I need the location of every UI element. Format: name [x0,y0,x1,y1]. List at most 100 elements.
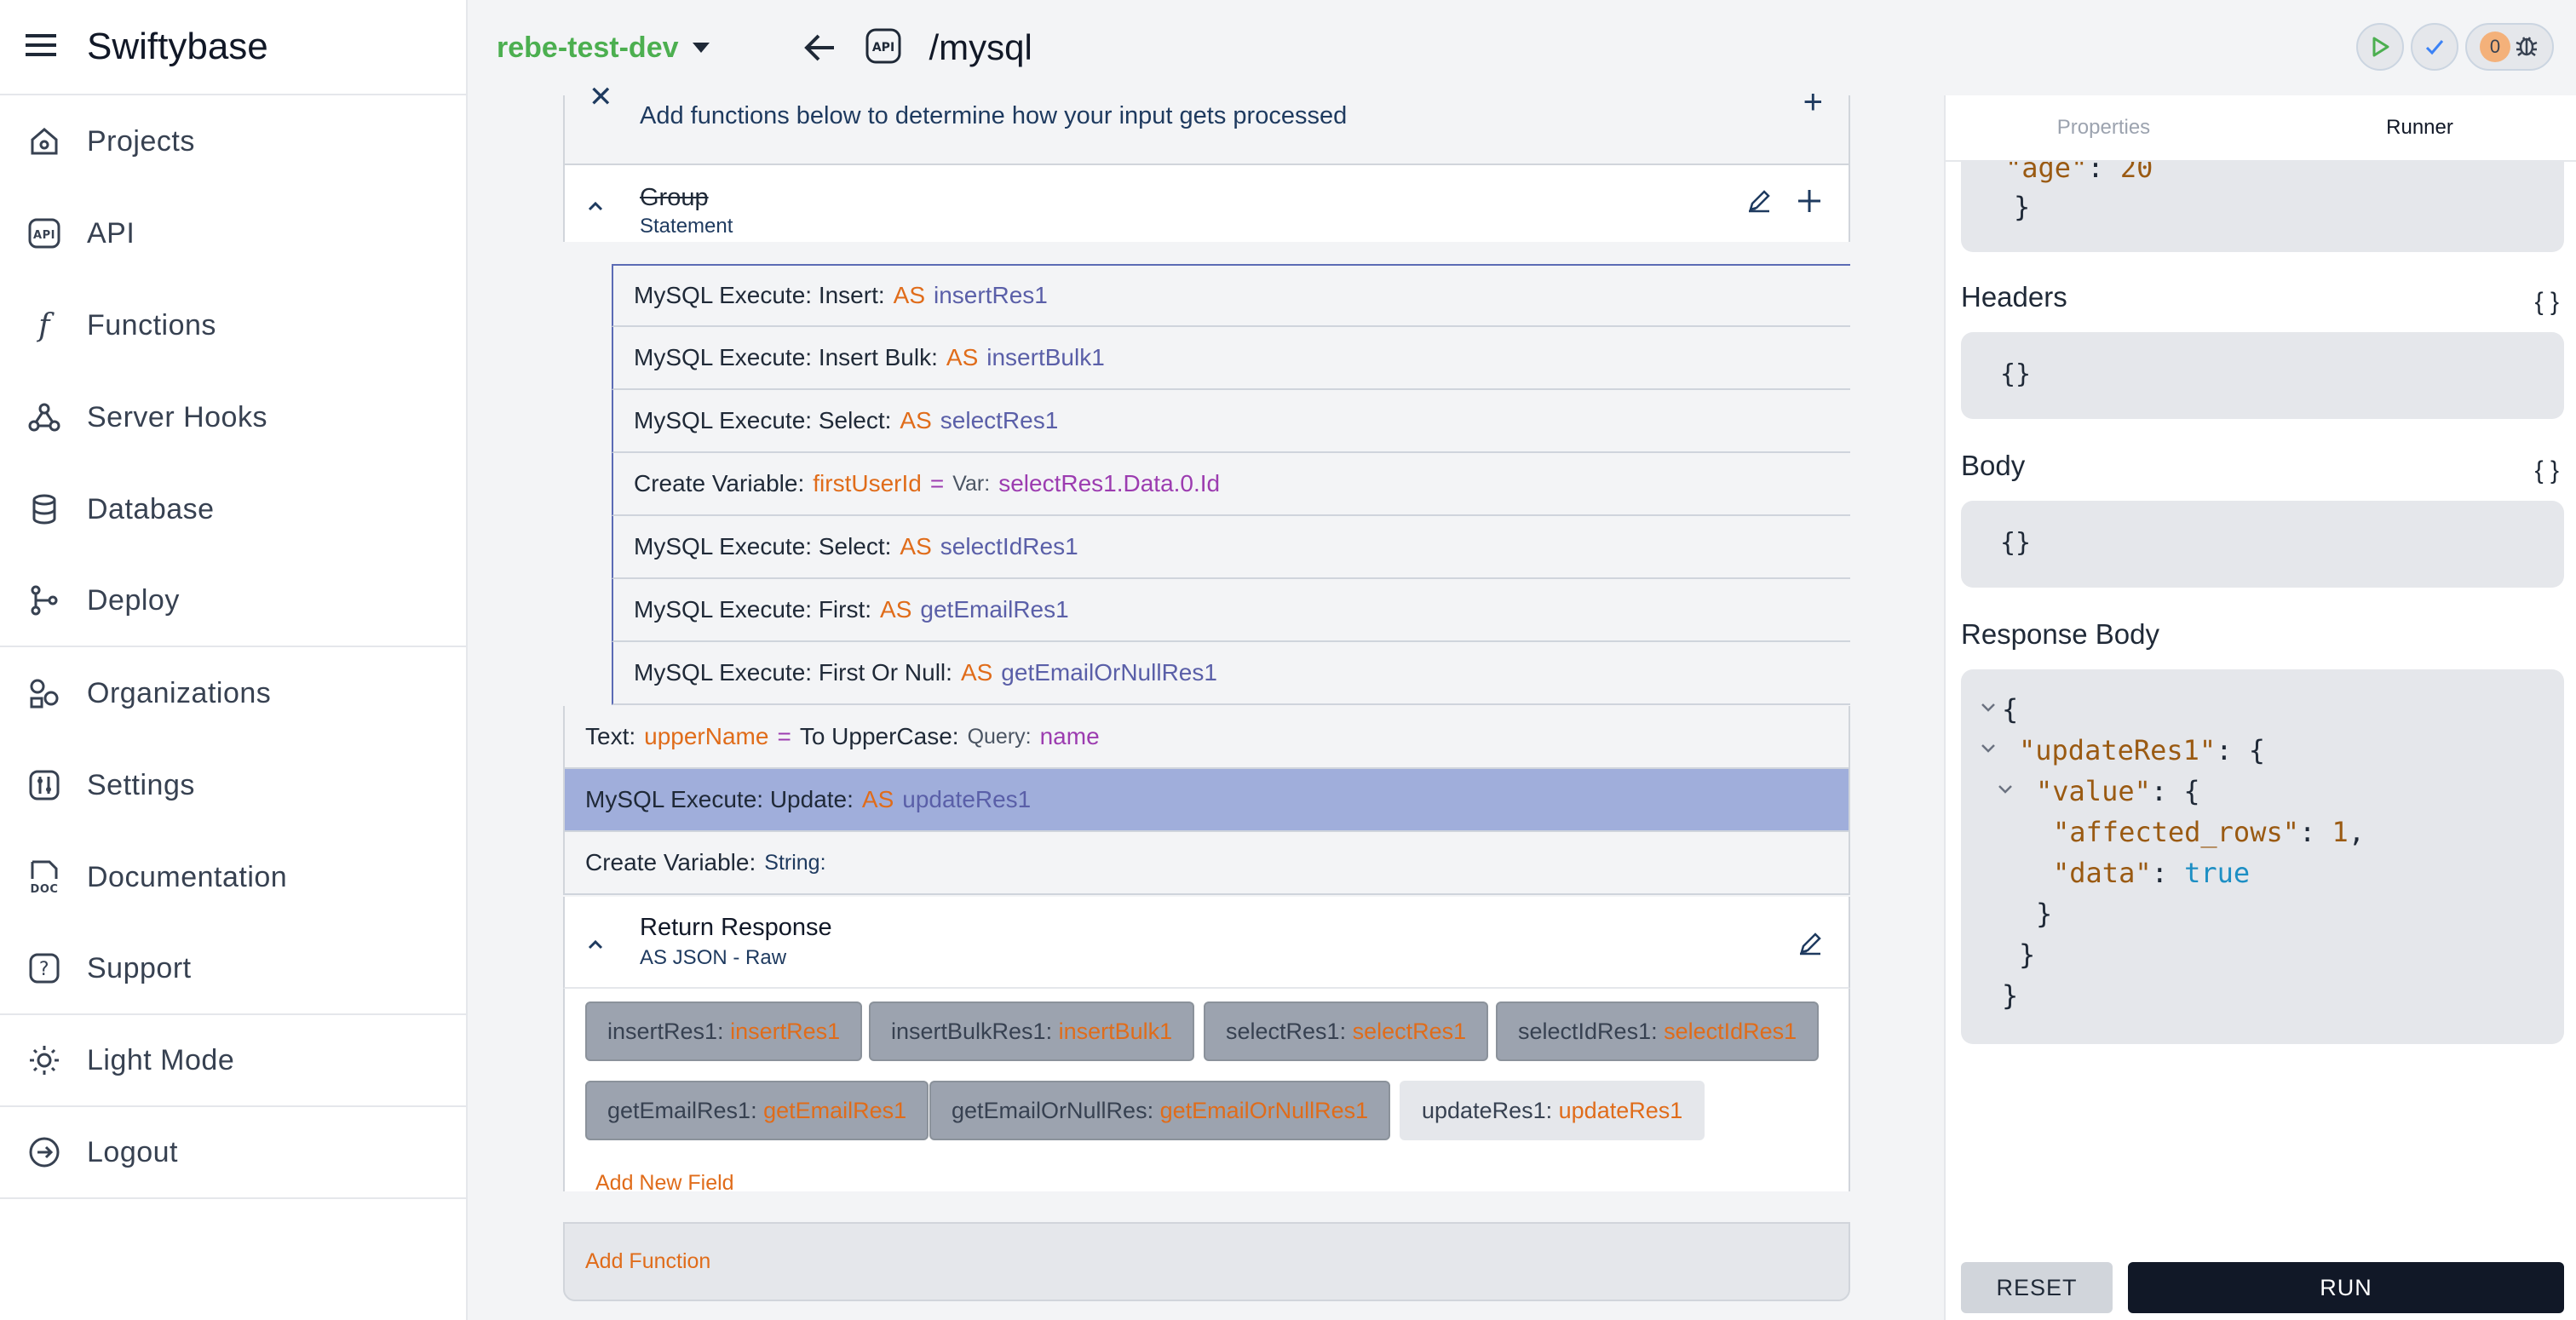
add-icon[interactable] [1796,187,1823,215]
sidebar-item-settings[interactable]: Settings [0,739,466,831]
debug-button[interactable]: 0 [2465,23,2554,71]
json-close-brace: } [2002,979,2019,1012]
equals-sign: = [777,723,791,749]
value-type: String: [764,850,826,875]
variable-name: upperName [644,723,769,749]
group-subtitle: Statement [640,215,733,238]
response-field-chip[interactable]: insertRes1: insertRes1 [585,1001,863,1061]
chevron-down-icon [692,43,710,53]
sidebar-item-database[interactable]: Database [0,463,466,555]
field-key: selectRes1: [1226,1018,1347,1044]
collapse-chevron-icon[interactable] [1980,702,1997,714]
sun-icon [26,1042,63,1079]
as-keyword: AS [960,659,993,686]
return-response-header[interactable]: Return Response AS JSON - Raw [563,897,1850,989]
add-function-link[interactable]: Add Function [585,1249,711,1273]
headers-label: Headers [1961,281,2067,313]
row-label: Create Variable: [634,470,805,496]
webhook-icon [26,399,63,436]
sidebar-item-documentation[interactable]: DOC Documentation [0,831,466,923]
sidebar-item-label: Server Hooks [87,400,267,433]
environment-selector[interactable]: rebe-test-dev [497,32,710,65]
chevron-up-icon[interactable] [585,196,606,216]
back-arrow-icon[interactable] [802,29,839,66]
field-value: selectRes1 [1352,1018,1467,1044]
response-field-chip[interactable]: updateRes1: updateRes1 [1400,1081,1705,1140]
sidebar-item-projects[interactable]: Projects [0,95,466,187]
hamburger-menu-icon[interactable] [26,32,60,63]
collapse-chevron-icon[interactable] [1980,743,1997,755]
run-button[interactable]: RUN [2128,1262,2564,1313]
tab-runner[interactable]: Runner [2386,116,2453,139]
function-row-text[interactable]: Text:upperName=To UpperCase:Query:name [563,706,1850,769]
headers-value: {} [2000,359,2032,389]
function-row-create-variable[interactable]: Create Variable:firstUserId=Var:selectRe… [612,453,1850,516]
sidebar-item-label: Documentation [87,860,288,893]
sidebar-item-light-mode[interactable]: Light Mode [0,1015,466,1107]
edit-pencil-icon[interactable] [1746,188,1772,214]
group-header[interactable]: Group Statement [563,165,1850,242]
response-field-chip[interactable]: insertBulkRes1: insertBulk1 [869,1001,1195,1061]
reset-button[interactable]: RESET [1961,1262,2113,1313]
chevron-up-icon[interactable] [585,934,606,955]
body-input[interactable]: {} [1961,501,2564,588]
play-button[interactable] [2356,23,2404,71]
json-number: 1 [2332,816,2349,848]
as-keyword: AS [880,596,912,623]
output-variable: selectIdRes1 [940,533,1078,560]
sidebar-item-label: Logout [87,1135,178,1168]
sidebar-item-deploy[interactable]: Deploy [0,555,466,647]
function-row-create-variable-string[interactable]: Create Variable:String: [563,832,1850,895]
sidebar-item-logout[interactable]: Logout [0,1107,466,1199]
help-icon: ? [26,950,63,987]
output-variable: getEmailRes1 [920,596,1069,623]
logout-icon [26,1133,63,1171]
sidebar-item-organizations[interactable]: Organizations [0,647,466,739]
as-keyword: AS [946,344,979,370]
sidebar-item-support[interactable]: ? Support [0,923,466,1015]
sidebar-item-api[interactable]: API API [0,187,466,279]
function-row-first-or-null[interactable]: MySQL Execute: First Or Null: AS getEmailO… [612,642,1850,705]
field-value: insertRes1 [730,1018,841,1044]
add-icon[interactable]: + [1803,83,1823,121]
close-icon[interactable]: ✕ [589,81,613,113]
response-field-chip[interactable]: getEmailRes1: getEmailRes1 [585,1081,929,1140]
as-keyword: AS [893,282,925,308]
variable-name: firstUserId [813,470,922,496]
response-field-chip[interactable]: selectIdRes1: selectIdRes1 [1496,1001,1820,1061]
headers-format-icon[interactable]: { } [2534,288,2559,316]
row-label: MySQL Execute: First Or Null: [634,659,952,686]
body-label: Body [1961,450,2026,481]
json-boolean: true [2184,857,2251,889]
check-button[interactable] [2411,23,2458,71]
tab-properties[interactable]: Properties [2056,116,2151,139]
panel-tabs: Properties Runner [1946,95,2576,162]
response-field-chip[interactable]: getEmailOrNullRes: getEmailOrNullRes1 [929,1081,1391,1140]
sidebar-item-functions[interactable]: f Functions [0,279,466,371]
function-icon: f [26,307,63,344]
response-field-chip[interactable]: selectRes1: selectRes1 [1204,1001,1489,1061]
field-key: insertBulkRes1: [891,1018,1053,1044]
row-label: Text: [585,723,636,749]
sidebar: Swiftybase Projects API API f Functions … [0,0,468,1320]
body-format-icon[interactable]: { } [2534,456,2559,485]
variable-value: name [1039,723,1100,749]
svg-text:API: API [33,229,55,242]
sidebar-item-server-hooks[interactable]: Server Hooks [0,371,466,463]
sidebar-item-label: Support [87,951,192,984]
return-actions [1797,931,1823,956]
edit-pencil-icon[interactable] [1797,931,1823,956]
output-variable: getEmailOrNullRes1 [1001,659,1217,686]
add-new-field-link[interactable]: Add New Field [595,1171,734,1195]
headers-input[interactable]: {} [1961,332,2564,419]
collapse-chevron-icon[interactable] [1997,783,2014,795]
as-keyword: AS [861,786,894,812]
api-icon: API [865,27,902,69]
svg-text:?: ? [39,959,49,980]
